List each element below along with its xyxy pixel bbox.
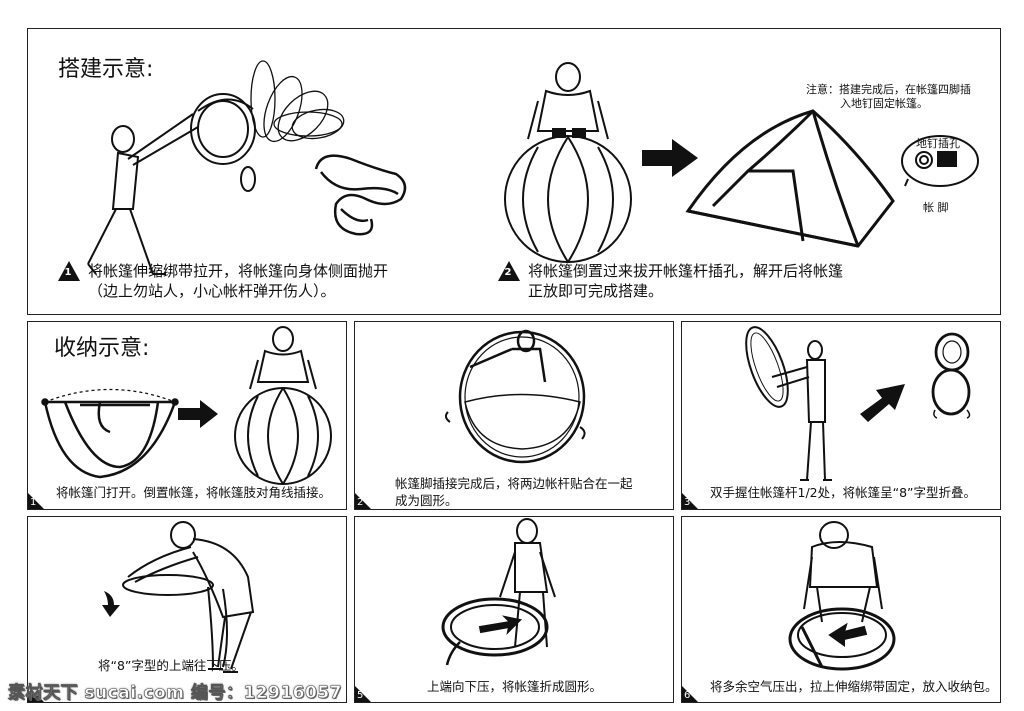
fold-step5-number: 5 — [355, 686, 371, 702]
step1-text-line2: （边上勿站人，小心帐杆弹开伤人）。 — [88, 282, 336, 300]
fold-step4-text: 将“8”字型的上端往下压。 — [98, 658, 244, 673]
fold-step6-number: 6 — [682, 686, 698, 702]
fold-step3-panel: 3 双手握住帐篷杆1/2处，将帐篷呈“8”字型折叠。 — [681, 321, 1001, 510]
fold-step2-text-line2: 成为圆形。 — [395, 493, 458, 508]
fold-step4-number: 4 — [28, 686, 44, 702]
fold-title: 收纳示意: — [54, 336, 150, 361]
curved-arrow-icon — [102, 591, 120, 617]
watermark: 素材天下 sucai.com 编号：12916057 — [8, 683, 342, 704]
setup-note-line2: 入地钉固定帐篷。 — [840, 97, 928, 110]
setup-title: 搭建示意: — [58, 57, 154, 82]
step2-badge: 2 — [498, 261, 520, 281]
fold-step2-text-line1: 帐篷脚插接完成后，将两边帐杆贴合在一起 — [395, 476, 633, 491]
person-throwing-illustration — [87, 93, 256, 275]
arrow-up-right-icon — [860, 384, 905, 422]
person-with-round-tent-illustration — [444, 329, 586, 464]
setup-note-line1: 注意：搭建完成后，在帐篷四脚插 — [806, 83, 971, 96]
fold-step5-text: 上端向下压，将帐篷折成圆形。 — [427, 679, 603, 694]
person-folding-eight-illustration — [745, 326, 832, 481]
tent-illustration — [685, 109, 895, 248]
person-strapping-tent-illustration — [788, 521, 896, 671]
fold-step1-number: 1 — [28, 493, 44, 509]
spinning-loops-illustration — [250, 60, 345, 143]
fold-step4-panel: 4 将“8”字型的上端往下压。 — [27, 516, 347, 703]
stake-hole-detail-illustration — [901, 135, 979, 187]
fold-step3-text: 双手握住帐篷杆1/2处，将帐篷呈“8”字型折叠。 — [710, 485, 977, 500]
fold-step6-text: 将多余空气压出，拉上伸缩绑带固定，放入收纳包。 — [710, 679, 998, 694]
fold-step2-number: 2 — [355, 493, 371, 509]
person-with-tent-ball-illustration — [234, 326, 332, 485]
person-pressing-down-illustration — [122, 521, 255, 673]
inverted-tent-illustration — [41, 388, 179, 479]
tent-foot-label: 帐 脚 — [923, 201, 949, 214]
arrow-right-icon — [642, 139, 698, 177]
fold-step6-panel: 6 将多余空气压出，拉上伸缩绑带固定，放入收纳包。 — [681, 516, 1001, 703]
step1-badge: 1 — [58, 261, 80, 281]
step2-text-line1: 将帐篷倒置过来拔开帐篷杆插孔，解开后将帐篷 — [528, 262, 844, 280]
fold-step1-text: 将帐篷门打开。倒置帐篷，将帐篷肢对角线插接。 — [56, 485, 332, 500]
twisted-tent-illustration — [314, 154, 407, 236]
figure-eight-illustration — [931, 332, 971, 419]
stake-hole-label: 地钉插孔 — [916, 137, 960, 150]
fold-step5-panel: 5 上端向下压，将帐篷折成圆形。 — [354, 516, 674, 703]
step2-text-line2: 正放即可完成搭建。 — [528, 282, 664, 300]
step1-text-line1: 将帐篷伸缩绑带拉开，将帐篷向身体侧面抛开 — [88, 262, 389, 280]
person-with-tent-ball-illustration — [504, 62, 632, 263]
arrow-right-icon — [178, 400, 218, 428]
fold-step2-panel: 2 帐篷脚插接完成后，将两边帐杆贴合在一起 成为圆形。 — [354, 321, 674, 510]
fold-step3-number: 3 — [682, 493, 698, 509]
fold-step1-panel: 收纳示意: 1 将帐篷门打开。倒置帐篷，将帐篷肢对角线插接。 — [27, 321, 347, 510]
setup-panel: 搭建示意: — [27, 28, 1001, 315]
person-folding-circle-illustration — [441, 518, 556, 666]
